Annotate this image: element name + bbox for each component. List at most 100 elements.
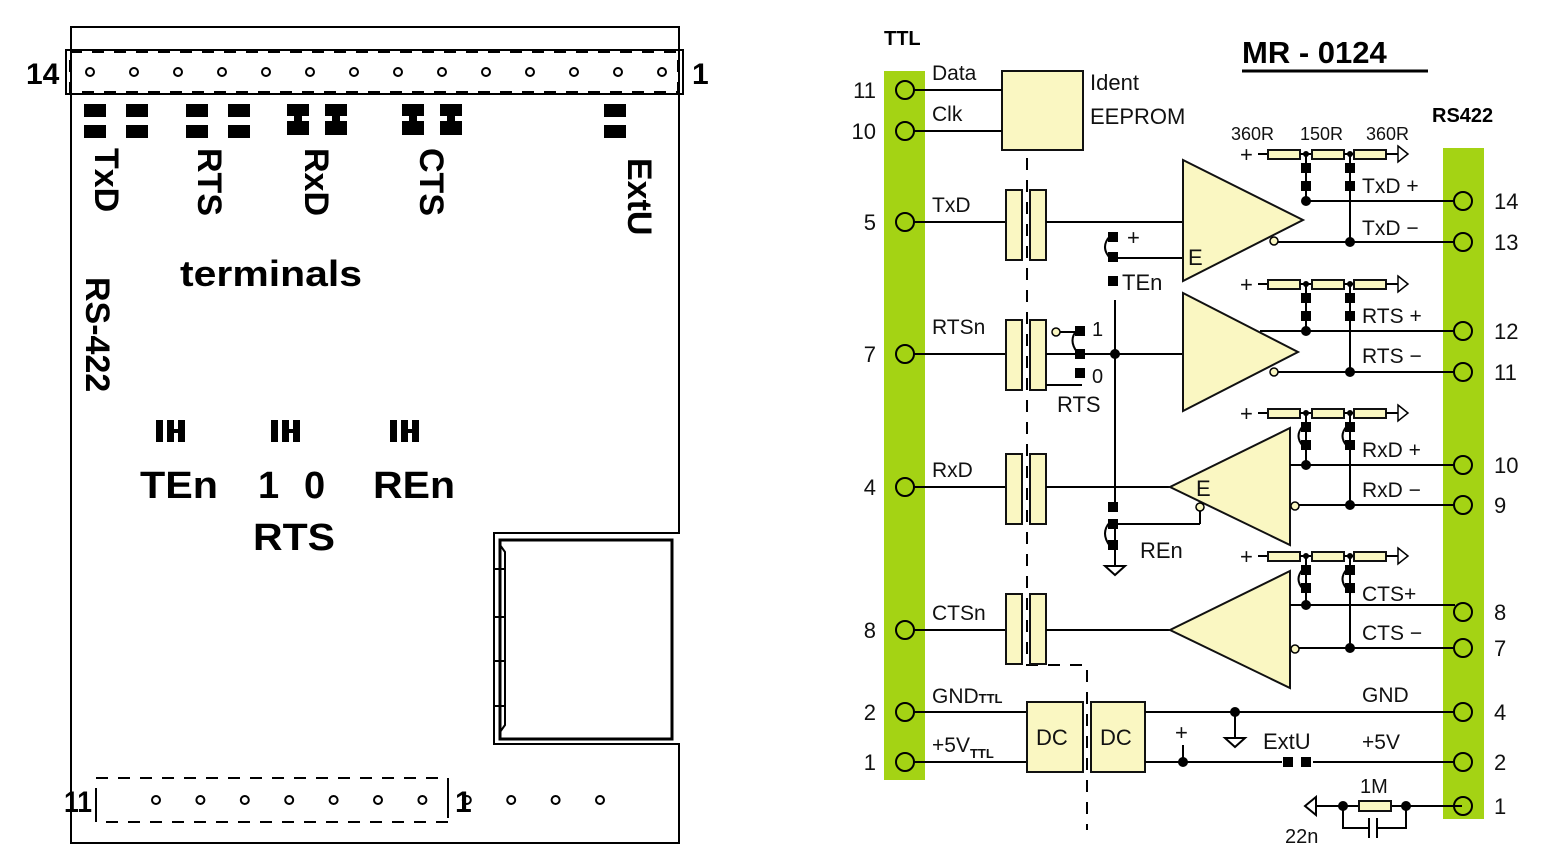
rs422-pin-number: 1 [1494, 794, 1506, 819]
connector-pin [349, 67, 359, 77]
rs422-pin-terminal [1453, 638, 1473, 658]
jumper-label-rts: RTS [190, 148, 228, 216]
top-connector-bracket [65, 49, 684, 95]
rs422-pin-terminal [1453, 752, 1473, 772]
termination-jumper [1345, 163, 1355, 173]
ground-arrow-icon [1397, 274, 1410, 294]
connector-pin [173, 67, 183, 77]
top-connector-left-label: 14 [26, 58, 60, 91]
ttl-pin-number: 2 [864, 700, 876, 725]
ttl-pin-terminal [895, 80, 915, 100]
module-box [498, 538, 674, 741]
rs422-pin-terminal [1453, 232, 1473, 252]
resistor-label-2: 150R [1300, 124, 1343, 144]
termination-jumper [1301, 163, 1311, 173]
ground-arrow-icon [1397, 546, 1410, 566]
bottom-connector-left-label: 11 [64, 786, 92, 819]
rs422-board-label: RS-422 [78, 277, 116, 392]
ttl-pin-number: 1 [864, 750, 876, 775]
rs422-pin-terminal [1453, 455, 1473, 475]
connector-pin [393, 67, 403, 77]
shield-resistor-label: 1M [1360, 776, 1388, 798]
ttl-pin-signal: RTSn [932, 316, 985, 339]
ttl-pin-signal: +5VTTL [932, 734, 994, 761]
termination-jumper [1345, 440, 1355, 450]
ttl-pin-terminal [895, 702, 915, 722]
shield-rc [1303, 794, 1462, 838]
rs422-header: RS422 [1432, 105, 1493, 127]
rs422-pin-number: 9 [1494, 493, 1506, 518]
termination-jumper [1301, 422, 1311, 432]
ttl-pin-number: 10 [852, 119, 876, 144]
rs422-pin-number: 12 [1494, 319, 1518, 344]
connector-pin [506, 795, 517, 805]
rs422-pin-number: 14 [1494, 189, 1518, 214]
top-connector-pins [85, 67, 667, 77]
connector-pin [613, 67, 623, 77]
switch-label-rts-0: 0 [304, 465, 325, 507]
rs422-pin-signal: TxD + [1362, 175, 1419, 198]
ttl-pin-terminal [895, 477, 915, 497]
termination-jumper [1345, 181, 1355, 191]
schematic-title: MR - 0124 [1242, 35, 1387, 70]
resistor-label-3: 360R [1366, 124, 1409, 144]
rs422-pin-terminal [1453, 495, 1473, 515]
termination-jumper [1345, 422, 1355, 432]
connector-pin [217, 67, 227, 77]
rs422-pin-signal: TxD − [1362, 217, 1419, 240]
termination-networks: ++++ [1240, 142, 1455, 653]
termination-jumper [1345, 293, 1355, 303]
inverter-bubble [1051, 327, 1061, 337]
rs422-pin-number: 2 [1494, 750, 1506, 775]
termination-jumper [1301, 311, 1311, 321]
termination-jumper [1301, 565, 1311, 575]
ground-icon [1102, 565, 1128, 577]
termination-jumper [1301, 293, 1311, 303]
rxd-receiver [1167, 426, 1291, 547]
junction-dot [1345, 237, 1355, 247]
ttl-connector-bar [884, 71, 925, 780]
rts-sel-1: 1 [1092, 319, 1103, 341]
rs422-pin-terminal [1453, 362, 1473, 382]
ttl-pin-number: 8 [864, 618, 876, 643]
resistor [1267, 149, 1301, 160]
rts-driver [1182, 291, 1301, 413]
eeprom-chip [1001, 70, 1084, 151]
rts-sel-label: RTS [1057, 392, 1101, 417]
plus-dc: + [1175, 720, 1188, 745]
termination-jumper [1345, 311, 1355, 321]
shield-capacitor-label: 22n [1285, 826, 1318, 848]
logic-wires [1046, 221, 1462, 763]
connector-pin [328, 795, 339, 805]
junction-dot [1301, 460, 1311, 470]
rs422-pin-number: 7 [1494, 636, 1506, 661]
plus-supply: + [1240, 272, 1253, 297]
rs422-pin-number: 10 [1494, 453, 1518, 478]
rs422-pin-signal: CTS − [1362, 622, 1422, 645]
termination-jumper [1301, 181, 1311, 191]
rs422-pin-signal: GND [1362, 684, 1409, 707]
connector-pin [373, 795, 383, 805]
bottom-connector-pins [151, 795, 605, 805]
rs422-pin-terminal [1453, 602, 1473, 622]
connector-pin [261, 67, 271, 77]
enable-label-rx: E [1196, 476, 1211, 501]
ttl-pin-number: 4 [864, 475, 876, 500]
ttl-pin-terminal [895, 344, 915, 364]
connector-pin [657, 67, 667, 77]
bottom-connector [95, 777, 449, 823]
switch-label-ten: TEn [140, 465, 218, 507]
rs422-pin-signal: CTS+ [1362, 583, 1416, 606]
rs422-pin-terminal [1453, 321, 1473, 341]
plus-supply: + [1240, 142, 1253, 167]
junction-dot [1345, 643, 1355, 653]
ground-arrow-icon [1397, 144, 1410, 164]
switch-label-rts: RTS [253, 517, 335, 559]
connector-pin [437, 67, 447, 77]
rs422-pin-number: 4 [1494, 700, 1506, 725]
termination-jumper [1301, 583, 1311, 593]
switch-pads [156, 420, 419, 442]
resistor [1353, 551, 1387, 562]
connector-pin [284, 795, 295, 805]
